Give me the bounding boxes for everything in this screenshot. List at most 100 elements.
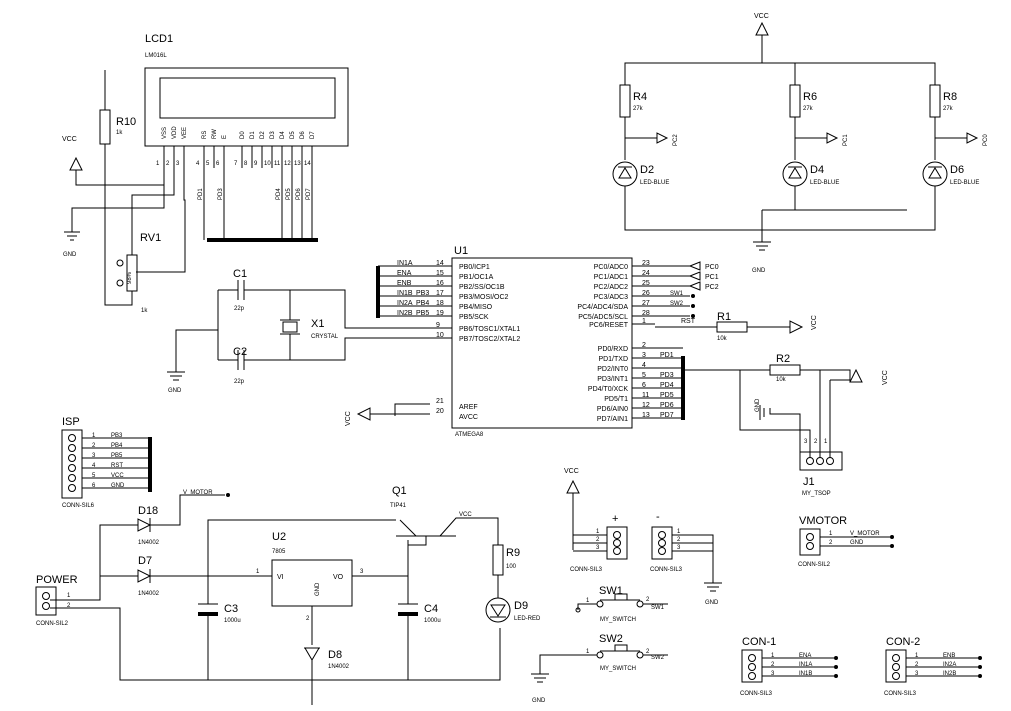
lcd-pin-number: 3 [176,161,180,167]
svg-text:VCC: VCC [345,411,352,426]
svg-text:3: 3 [360,569,364,575]
led-body [612,161,638,187]
u1-pin-net: SW1 [670,291,684,297]
connector-net: ENB [943,653,955,659]
led-val: LED-BLUE [640,180,669,186]
led-resistor-body [619,84,631,118]
u1-pin-number: 16 [436,280,444,287]
r9-body [492,544,504,576]
d8-ref: D8 [328,649,342,661]
svg-text:VCC: VCC [62,136,77,143]
led-net-label: PC1 [843,134,849,146]
isp-net: GND [111,483,125,489]
svg-text:2: 2 [677,537,681,543]
isp-net: VCC [111,473,124,479]
lcd-pin-name: VSS [162,127,168,139]
d18-val: 1N4002 [138,540,160,546]
lcd-outline [144,67,349,147]
d18-ref: D18 [138,505,158,517]
svg-text:1: 1 [677,529,681,535]
u1-net-arrow [688,261,701,271]
led-ref: D2 [640,164,654,176]
connector-part: CONN-SIL3 [740,691,773,697]
isp-pin [68,484,76,492]
lcd-net-label: PD7 [306,188,312,200]
u1-pin-net: PD1 [660,352,674,359]
u1-net-arrow [688,271,701,281]
vmotor-ref: VMOTOR [799,515,847,527]
connector-pin [748,654,756,662]
connector-pin-number: 2 [915,662,919,668]
isp-pin [68,474,76,482]
isp-part: CONN-SIL6 [62,503,95,509]
r1-resistor: VCC R1 10k [655,311,818,342]
isp-pin-number: 4 [92,463,96,469]
lcd-pin-name: RW [212,129,218,139]
u1-pin-net: PD5 [660,392,674,399]
vmotor-net-label: V_MOTOR [183,490,213,496]
u1-pin-number: 17 [436,290,444,297]
u1-pin-net: IN1A [397,260,413,267]
u1-net-dot [691,314,695,318]
svg-text:1: 1 [586,598,590,604]
u1-pin-net: PD3 [660,372,674,379]
j1-body [799,451,843,471]
lcd-pin-name: VDD [172,126,178,139]
d8-val: 1N4002 [328,664,350,670]
sw2-ref: SW2 [599,633,623,645]
sil3a-part: CONN-SIL3 [570,567,603,573]
svg-text:2: 2 [646,649,650,655]
led-resistor-val: 27k [633,106,644,112]
isp-net: PB3 [111,433,123,439]
led-resistor-body [789,84,801,118]
u1-pin-name: PB2/SS/OC1B [459,284,505,291]
u1-pin-net: IN1B [397,290,413,297]
led-triangle [928,167,942,179]
u1-pin-number: 23 [642,260,650,267]
u1-pin-net: PC0 [705,264,719,271]
lcd-part: LM016L [145,53,167,59]
u1-ref: U1 [454,245,468,257]
r2-val: 10k [776,377,787,383]
u1-pin-net: PD6 [660,402,674,409]
u1-pin-number: 27 [642,300,650,307]
u1-net-dot [691,304,695,308]
lcd-pin-name: D5 [290,131,296,139]
connector-dot [978,674,982,678]
connector-pin [748,672,756,680]
r9-val: 100 [506,564,517,570]
led-net-arrow [966,132,979,144]
switches: SW1 MY_SWITCH SW1 1 2 SW2 MY_SWITCH SW2 … [531,585,668,704]
svg-text:2: 2 [814,439,818,445]
isp-pin [68,444,76,452]
isp-pin [68,434,76,442]
u1-pin-name: PD2/INT0 [597,366,628,373]
c2-ref: C2 [233,346,247,358]
lcd-net-label: PD5 [286,188,292,200]
x1-ref: X1 [311,318,324,330]
u1-pin-number: 6 [642,382,646,389]
svg-text:1: 1 [829,531,833,537]
power-body [35,586,57,616]
svg-text:VCC: VCC [811,315,818,330]
u1-pin-net: PC2 [705,284,719,291]
r10-ref: R10 [116,116,136,128]
u1-pin-number: 4 [642,362,646,369]
c4-val: 1000u [424,618,441,624]
u1-net-dot [691,294,695,298]
isp-ref: ISP [62,416,80,428]
u1-pin-name: PD1/TXD [598,356,628,363]
u2-body [271,559,353,607]
u1-pin-name: PB6/TOSC1/XTAL1 [459,326,520,333]
r1-ref: R1 [717,311,731,323]
lcd-pin-number: 11 [274,161,281,167]
lcd-pin-number: 7 [234,161,238,167]
svg-text:V_MOTOR: V_MOTOR [850,531,880,537]
connector-body [885,649,907,683]
lcd-pin-number: 13 [294,161,301,167]
svg-text:20: 20 [436,408,444,415]
sw1-part: MY_SWITCH [600,617,636,623]
u1-pin-name: PD7/AIN1 [597,416,628,423]
